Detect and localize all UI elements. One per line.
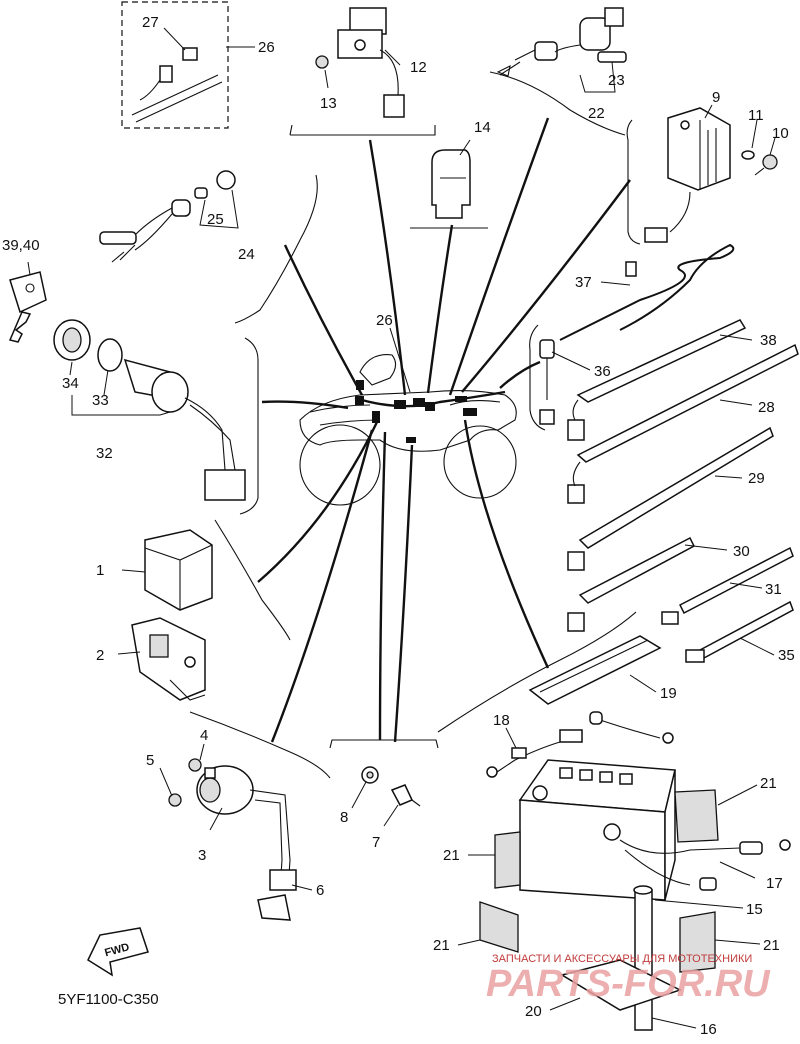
part-starter-relay-22	[496, 7, 627, 77]
part-key-39-40	[8, 271, 47, 343]
callout-27: 27	[142, 14, 159, 31]
callout-18: 18	[493, 712, 510, 729]
callout-19: 19	[660, 685, 677, 702]
callout-15: 15	[746, 901, 763, 918]
callout-33: 33	[92, 392, 109, 409]
callout-38: 38	[760, 332, 777, 349]
callout-9: 9	[712, 89, 720, 106]
callout-12: 12	[410, 59, 427, 76]
callout-3: 3	[198, 847, 206, 864]
callout-25: 25	[207, 211, 224, 228]
callout-36: 36	[594, 363, 611, 380]
callout-11: 11	[748, 107, 764, 124]
callout-6: 6	[316, 882, 324, 899]
part-relay-12	[315, 7, 405, 118]
callout-32: 32	[96, 445, 113, 462]
part-holder-2	[131, 617, 206, 701]
callout-39-40: 39,40	[2, 237, 40, 254]
callout-17: 17	[766, 875, 783, 892]
callout-7: 7	[372, 834, 380, 851]
callout-21-left-bottom: 21	[433, 937, 450, 954]
callout-23: 23	[608, 72, 625, 89]
callout-4: 4	[200, 727, 208, 744]
part-main-switch-32	[53, 319, 246, 501]
callout-5: 5	[146, 752, 154, 769]
callout-21-right-top: 21	[760, 775, 777, 792]
group-brackets	[121, 1, 641, 779]
callout-26-center: 26	[376, 312, 393, 329]
callout-8: 8	[340, 809, 348, 826]
callout-30: 30	[733, 543, 750, 560]
harness-branch-lines	[257, 117, 631, 743]
part-cdi-unit-9	[644, 107, 778, 243]
part-lead-37	[559, 243, 735, 341]
callout-2: 2	[96, 647, 104, 664]
callout-34: 34	[62, 375, 79, 392]
diagram-code: 5YF1100-C350	[58, 991, 159, 1008]
part-cable-ties	[567, 319, 799, 663]
part-tray-20	[560, 959, 682, 1011]
atv-frame-outline	[299, 354, 517, 506]
main-wire-harness	[354, 380, 506, 443]
part-bolts-7-8	[361, 766, 421, 807]
callout-21-right-bottom: 21	[763, 937, 780, 954]
part-band-19	[528, 635, 662, 705]
callout-31: 31	[765, 581, 782, 598]
callout-16: 16	[700, 1021, 717, 1038]
callout-10: 10	[772, 125, 789, 142]
part-coupler-27	[131, 47, 223, 123]
callout-1: 1	[96, 562, 104, 579]
callout-29: 29	[748, 470, 765, 487]
callout-24: 24	[238, 246, 255, 263]
callout-13: 13	[320, 95, 337, 112]
part-sensor-36	[539, 339, 555, 425]
callout-20: 20	[525, 1003, 542, 1020]
part-lead-18	[486, 711, 674, 778]
callout-labels: 27 26 12 13 14 23 22 9 11 10 25 24 39,40…	[2, 14, 795, 1038]
part-unit-3	[168, 758, 297, 921]
leader-lines	[27, 27, 776, 1029]
part-pads-21	[479, 789, 719, 973]
watermark-tagline: ЗАПЧАСТИ И АКСЕССУАРЫ ДЛЯ МОТОТЕХНИКИ	[492, 953, 752, 965]
part-unit-1	[144, 529, 213, 611]
callout-21-left: 21	[443, 847, 460, 864]
callout-28: 28	[758, 399, 775, 416]
part-sensor-24	[99, 170, 236, 263]
callout-14: 14	[474, 119, 491, 136]
callout-22: 22	[588, 105, 605, 122]
callout-37: 37	[575, 274, 592, 291]
fwd-arrow-icon	[87, 927, 149, 977]
watermark-logo: PARTS-FOR.RU	[486, 963, 771, 1005]
part-cover-14	[431, 149, 471, 219]
callout-26-top: 26	[258, 39, 275, 56]
callout-35: 35	[778, 647, 795, 664]
part-battery-15	[518, 759, 791, 901]
